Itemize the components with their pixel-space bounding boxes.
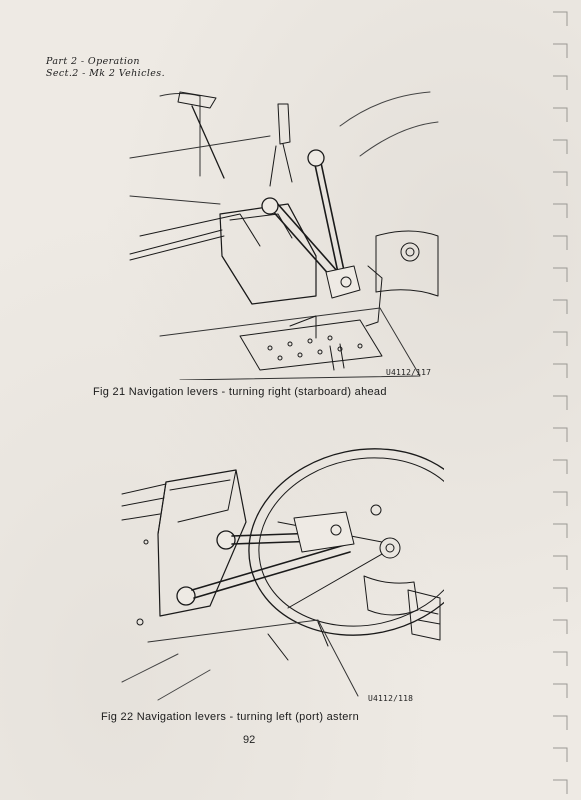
figure-22-caption: Fig 22 Navigation levers - turning left … bbox=[101, 711, 360, 723]
figure-21-caption: Fig 21 Navigation levers - turning right… bbox=[93, 386, 387, 398]
header-part: Part 2 - Operation bbox=[46, 56, 140, 67]
figure-21-reference: U4112/117 bbox=[386, 368, 432, 377]
header-section: Sect.2 - Mk 2 Vehicles. bbox=[46, 68, 165, 79]
page-header: Part 2 - Operation Sect.2 - Mk 2 Vehicle… bbox=[46, 56, 165, 80]
binder-edge bbox=[551, 10, 569, 795]
page-number: 92 bbox=[243, 734, 256, 746]
figure-21-illustration bbox=[120, 86, 442, 380]
figure-22-reference: U4112/118 bbox=[368, 694, 414, 703]
figure-22-illustration bbox=[118, 410, 444, 706]
